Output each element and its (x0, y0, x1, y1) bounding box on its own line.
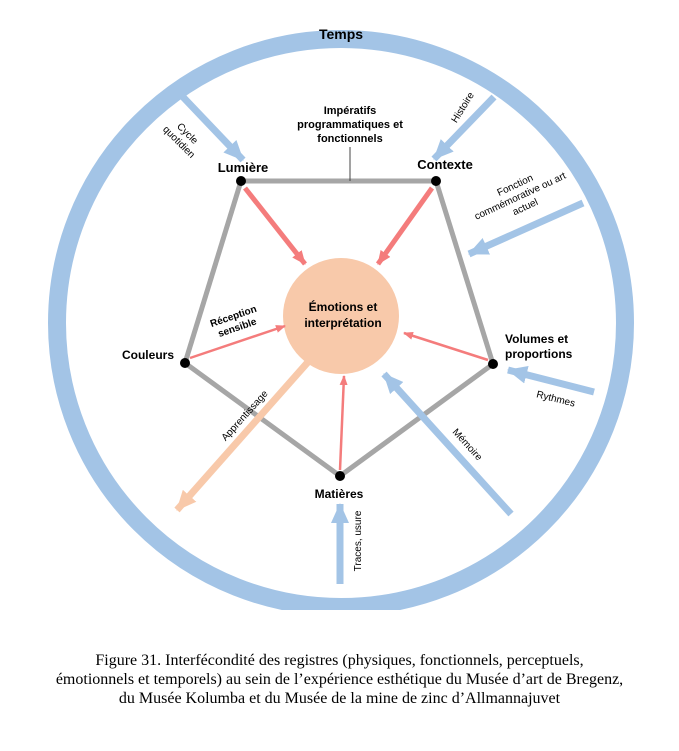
node-dot-contexte (431, 176, 441, 186)
arrow-histoire (431, 94, 497, 162)
node-dot-volumes (488, 359, 498, 369)
label-memoire: Mémoire (450, 427, 484, 464)
node-label-couleurs: Couleurs (122, 348, 174, 362)
ring-label: Temps (319, 26, 363, 42)
node-dot-matieres (335, 471, 345, 481)
node-label-volumes-line2: proportions (505, 347, 573, 361)
node-label-lumiere: Lumière (218, 160, 269, 175)
edge-label-line3: fonctionnels (317, 133, 382, 145)
node-dot-couleurs (180, 358, 190, 368)
node-dot-lumiere (236, 176, 246, 186)
edge-matieres-couleurs (183, 360, 342, 479)
edge-couleurs-lumiere (182, 180, 244, 364)
figure-caption: Figure 31. Interfécondité des registres … (20, 651, 659, 708)
center-label-line2: interprétation (304, 316, 381, 330)
edge-label-line2: programmatiques et (297, 119, 403, 131)
caption-line1: Figure 31. Interfécondité des registres … (95, 652, 584, 669)
arrow-memoire (381, 371, 514, 517)
caption-line2: émotionnels et temporels) au sein de l’e… (55, 671, 624, 688)
temporal-arrows (180, 94, 595, 584)
arrow-contexte-center (375, 186, 435, 266)
node-label-contexte: Contexte (417, 157, 473, 172)
arrow-rythmes (507, 365, 595, 396)
label-rythmes: Rythmes (535, 389, 576, 409)
node-dots (180, 176, 498, 481)
arrow-apprentissage (174, 359, 311, 513)
center-label-line1: Émotions et (309, 299, 378, 314)
arrow-volumes-center (403, 331, 489, 362)
arrow-matieres-center (338, 375, 348, 471)
node-label-volumes-line1: Volumes et (505, 332, 568, 346)
center-circle (283, 258, 399, 374)
node-label-matieres: Matières (315, 487, 364, 501)
arrow-fonction (467, 199, 585, 258)
arrow-reception-center (189, 324, 286, 360)
caption-line3: du Musée Kolumba et du Musée de la mine … (118, 690, 561, 707)
label-traces: Traces, usure (353, 510, 364, 571)
registers-diagram: Temps Émotions et interprétation (48, 26, 634, 610)
edge-contexte-volumes (433, 180, 496, 365)
arrow-cycle-quotidien (180, 94, 246, 163)
edge-volumes-matieres (338, 361, 495, 479)
pentagon-edges (182, 178, 496, 479)
perception-arrows (189, 186, 489, 471)
arrow-lumiere-center (243, 186, 307, 266)
edge-label-line1: Impératifs (324, 105, 377, 117)
time-ring (48, 30, 634, 610)
